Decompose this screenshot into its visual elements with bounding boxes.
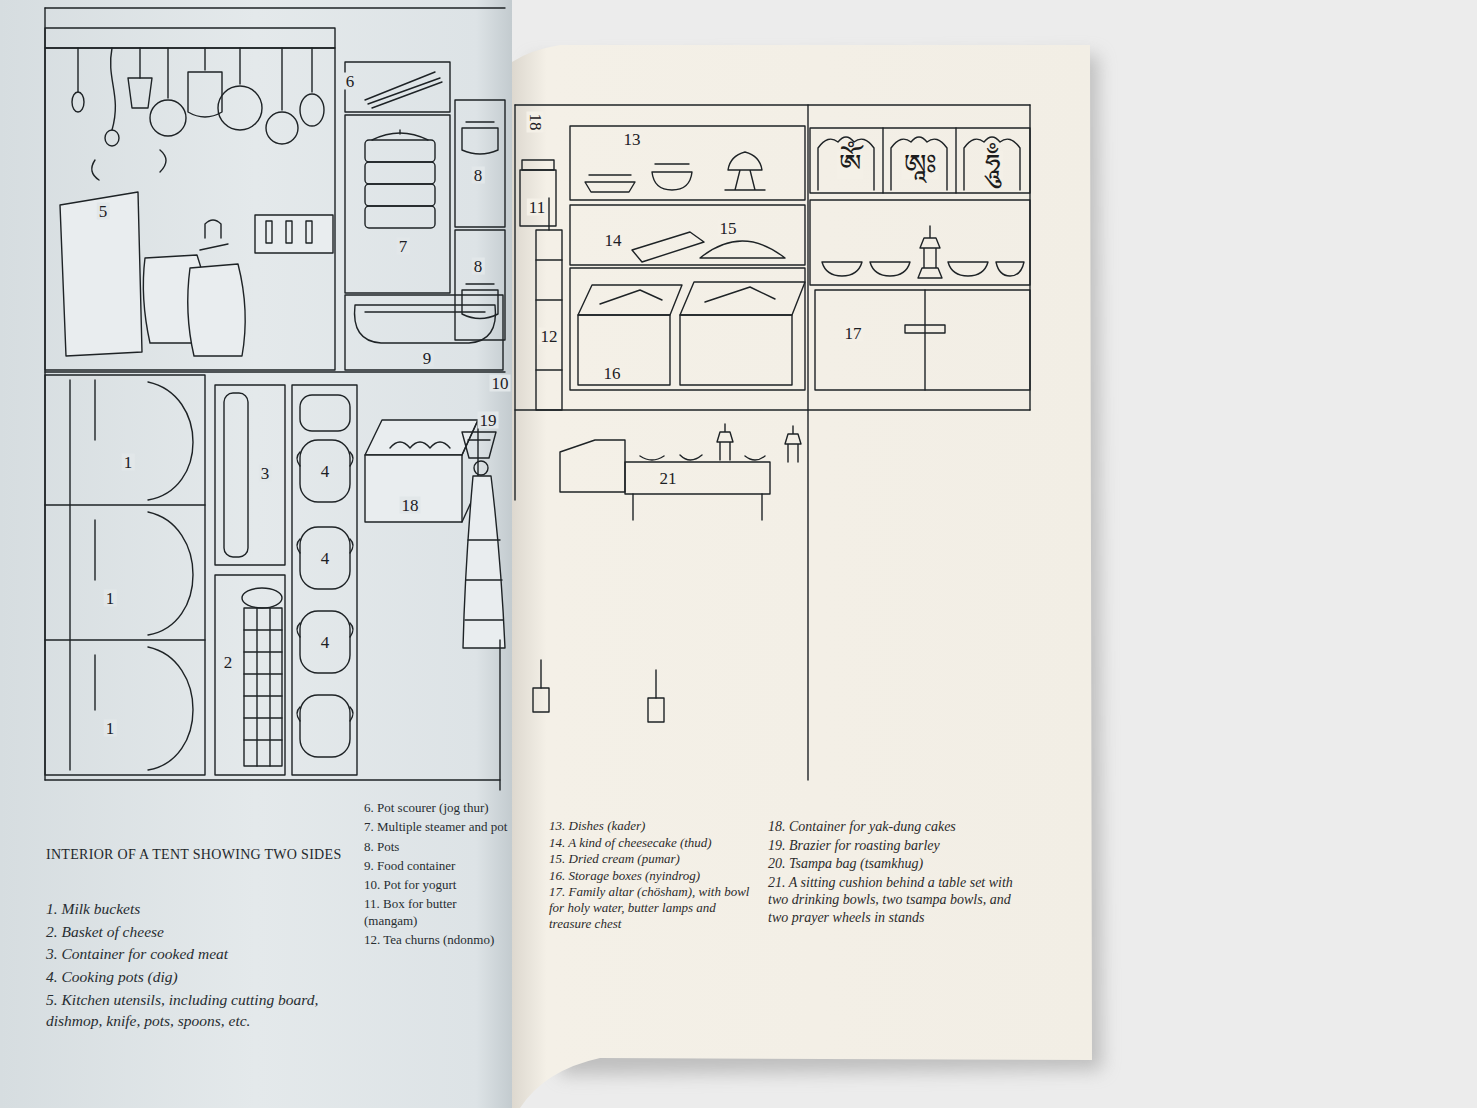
callout-number: 8 [472, 258, 485, 275]
callout-number: 8 [472, 167, 485, 184]
page-number: 18 [527, 112, 544, 133]
left-wall-drawing [45, 8, 505, 790]
altar-syllable: ཧཱུྃ [983, 151, 1003, 179]
key-entry: 5. Kitchen utensils, including cutting b… [46, 989, 362, 1032]
callout-number: 14 [603, 232, 624, 249]
callout-number: 11 [527, 199, 547, 216]
key-entry: 19. Brazier for roasting barley [768, 837, 1023, 855]
key-entry: 8. Pots [364, 839, 508, 855]
key-entry: 4. Cooking pots (dig) [46, 966, 362, 988]
callout-number: 15 [718, 220, 739, 237]
key-entry: 15. Dried cream (pumar) [549, 851, 759, 867]
callout-number: 9 [421, 350, 434, 367]
figure-title: INTERIOR OF A TENT SHOWING TWO SIDES [46, 848, 341, 862]
callout-number: 13 [622, 131, 643, 148]
callout-number: 18 [400, 497, 421, 514]
callout-number: 4 [319, 463, 332, 480]
right-wall-drawing [515, 105, 1030, 780]
key-entry: 6. Pot scourer (jog thur) [364, 800, 508, 816]
callout-number: 10 [490, 375, 511, 392]
callout-number: 21 [658, 470, 679, 487]
altar-syllable: ཨོཾ [837, 151, 863, 179]
key-column: 18. Container for yak-dung cakes19. Braz… [768, 818, 1023, 927]
book-pages [0, 0, 1102, 1108]
callout-number: 4 [319, 634, 332, 651]
key-entry: 16. Storage boxes (nyindrog) [549, 868, 759, 884]
key-entry: 10. Pot for yogurt [364, 877, 508, 893]
key-entry: 17. Family altar (chösham), with bowl fo… [549, 884, 759, 931]
key-entry: 21. A sitting cushion behind a table set… [768, 874, 1023, 927]
key-entry: 9. Food container [364, 858, 508, 874]
key-entry: 2. Basket of cheese [46, 921, 362, 943]
callout-number: 12 [539, 328, 560, 345]
altar-syllable: ཨཱཿ [902, 151, 939, 179]
callout-number: 3 [259, 465, 272, 482]
callout-number: 2 [222, 654, 235, 671]
key-entry: 20. Tsampa bag (tsamkhug) [768, 855, 1023, 873]
key-entry: 7. Multiple steamer and pot [364, 819, 508, 835]
key-entry: 11. Box for butter (mangam) [364, 896, 508, 929]
callout-number: 1 [122, 454, 135, 471]
key-entry: 12. Tea churns (ndonmo) [364, 932, 508, 948]
callout-number: 7 [397, 238, 410, 255]
key-entry: 18. Container for yak-dung cakes [768, 818, 1023, 836]
callout-number: 17 [843, 325, 864, 342]
callout-number: 16 [602, 365, 623, 382]
key-column: 1. Milk buckets2. Basket of cheese3. Con… [46, 898, 362, 1033]
callout-number: 1 [104, 720, 117, 737]
key-column: 6. Pot scourer (jog thur) 7. Multiple ste… [364, 800, 508, 951]
callout-number: 19 [478, 412, 499, 429]
key-entry: 13. Dishes (kader) [549, 818, 759, 834]
key-entry: 3. Container for cooked meat [46, 943, 362, 965]
callout-number: 4 [319, 550, 332, 567]
callout-number: 1 [104, 590, 117, 607]
key-entry: 14. A kind of cheesecake (thud) [549, 835, 759, 851]
key-column: 13. Dishes (kader)14. A kind of cheeseca… [549, 818, 759, 932]
key-entry: 1. Milk buckets [46, 898, 362, 920]
callout-number: 6 [344, 73, 357, 90]
callout-number: 5 [97, 203, 110, 220]
